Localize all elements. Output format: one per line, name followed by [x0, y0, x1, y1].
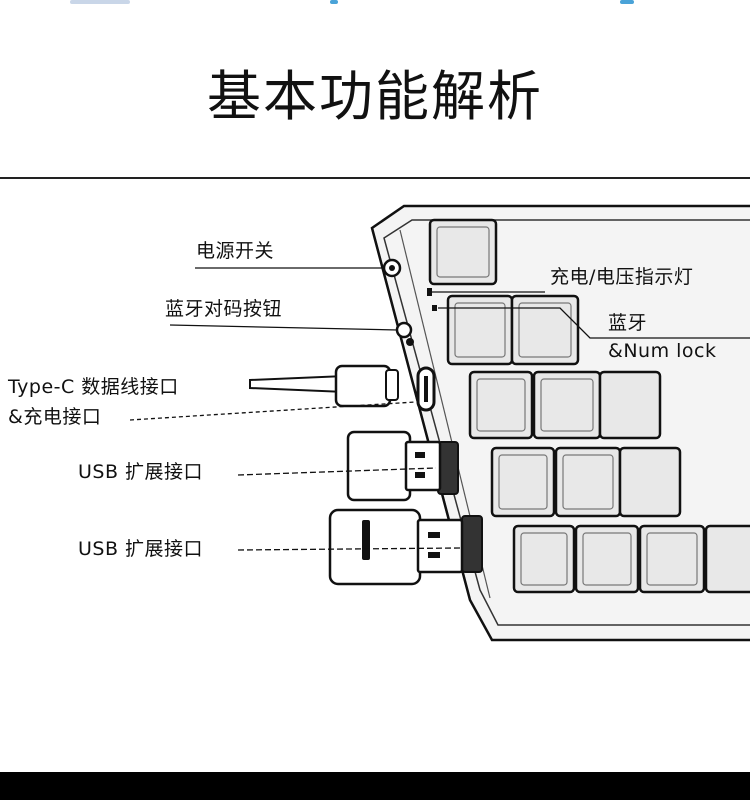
key	[554, 446, 622, 518]
keyboard-inner-edge	[383, 219, 750, 626]
key	[512, 524, 576, 594]
bottom-bar	[0, 772, 750, 800]
top-fragment-right	[620, 0, 634, 4]
label-usb-2: USB 扩展接口	[78, 538, 204, 560]
label-usb-1: USB 扩展接口	[78, 461, 204, 483]
key	[704, 524, 750, 594]
key	[468, 370, 534, 440]
leader-bt-indicator	[438, 307, 750, 339]
label-bt-pair: 蓝牙对码按钮	[165, 298, 283, 320]
leader-bt-pair	[169, 324, 399, 331]
top-cropped-strip	[0, 0, 750, 10]
leader-usb2	[237, 547, 461, 551]
key	[490, 446, 556, 518]
top-fragment-mid	[330, 0, 338, 4]
key	[446, 294, 514, 366]
key	[428, 218, 498, 286]
usb-plug-1-icon	[346, 430, 442, 502]
label-power-switch: 电源开关	[196, 240, 275, 262]
keycaps	[428, 218, 750, 594]
key	[574, 524, 640, 594]
label-bt-indicator-line2: &Num lock	[608, 340, 717, 362]
page-title: 基本功能解析	[207, 65, 543, 128]
label-bt-indicator-line1: 蓝牙	[608, 312, 648, 334]
typec-cable-icon	[249, 364, 399, 408]
bt-led-icon	[432, 305, 437, 311]
label-typec-line2: &充电接口	[8, 406, 102, 428]
key	[638, 524, 706, 594]
label-charge-indicator: 充电/电压指示灯	[550, 266, 694, 288]
usb-plug-2-icon	[328, 508, 464, 586]
key	[598, 370, 662, 440]
charge-led-icon	[427, 288, 432, 296]
key	[618, 446, 682, 518]
usb-port-2-icon	[461, 515, 483, 573]
key	[510, 294, 580, 366]
title-divider	[0, 177, 750, 179]
leader-lines	[129, 267, 750, 551]
leader-usb1	[237, 467, 437, 476]
bt-pair-button-icon	[395, 321, 413, 339]
leader-typec	[129, 401, 416, 421]
top-fragment-left	[70, 0, 130, 4]
key	[532, 370, 602, 440]
label-typec-line1: Type-C 数据线接口	[8, 376, 179, 398]
